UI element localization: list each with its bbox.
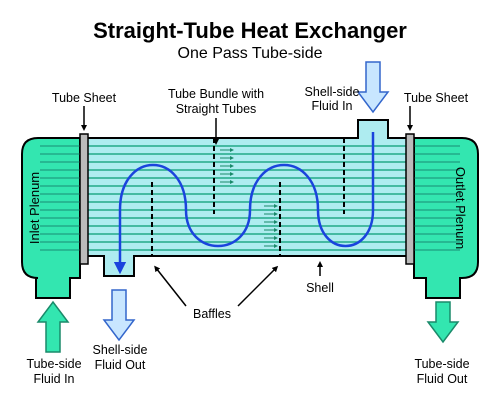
tube-side-out-arrow — [426, 301, 460, 344]
leader-baffle-2 — [237, 265, 279, 307]
label-shell-in-2: Fluid In — [312, 99, 353, 113]
shell-body — [85, 137, 409, 257]
label-baffles: Baffles — [193, 307, 231, 321]
baffles-group — [151, 138, 345, 256]
label-tube-out-2: Fluid Out — [417, 372, 468, 386]
label-tube-sheet-left: Tube Sheet — [52, 91, 117, 105]
tube-side-in-arrow — [36, 300, 70, 353]
label-shell-in-1: Shell-side — [305, 85, 360, 99]
label-shell-out-2: Fluid Out — [95, 358, 146, 372]
diagram-title: Straight-Tube Heat Exchanger — [93, 18, 407, 43]
label-inlet-plenum: Inlet Plenum — [27, 172, 42, 244]
label-tube-bundle-1: Tube Bundle with — [168, 87, 264, 101]
diagram-subtitle: One Pass Tube-side — [178, 45, 323, 62]
label-shell: Shell — [306, 281, 334, 295]
label-outlet-plenum: Outlet Plenum — [453, 167, 468, 249]
leader-baffle-1 — [154, 265, 187, 307]
label-tube-out-1: Tube-side — [414, 357, 469, 371]
shell-side-flow-path — [113, 132, 375, 275]
tube-sheet-left — [79, 133, 89, 265]
label-tube-bundle-2: Straight Tubes — [176, 102, 257, 116]
label-tube-in-1: Tube-side — [26, 357, 81, 371]
label-shell-out-1: Shell-side — [93, 343, 148, 357]
tube-bundle — [40, 145, 460, 251]
shell-side-out-arrow — [102, 289, 136, 342]
shell-side-in-arrow — [356, 61, 390, 114]
tube-sheet-right — [405, 133, 415, 265]
label-tube-in-2: Fluid In — [34, 372, 75, 386]
label-tube-sheet-right: Tube Sheet — [404, 91, 469, 105]
